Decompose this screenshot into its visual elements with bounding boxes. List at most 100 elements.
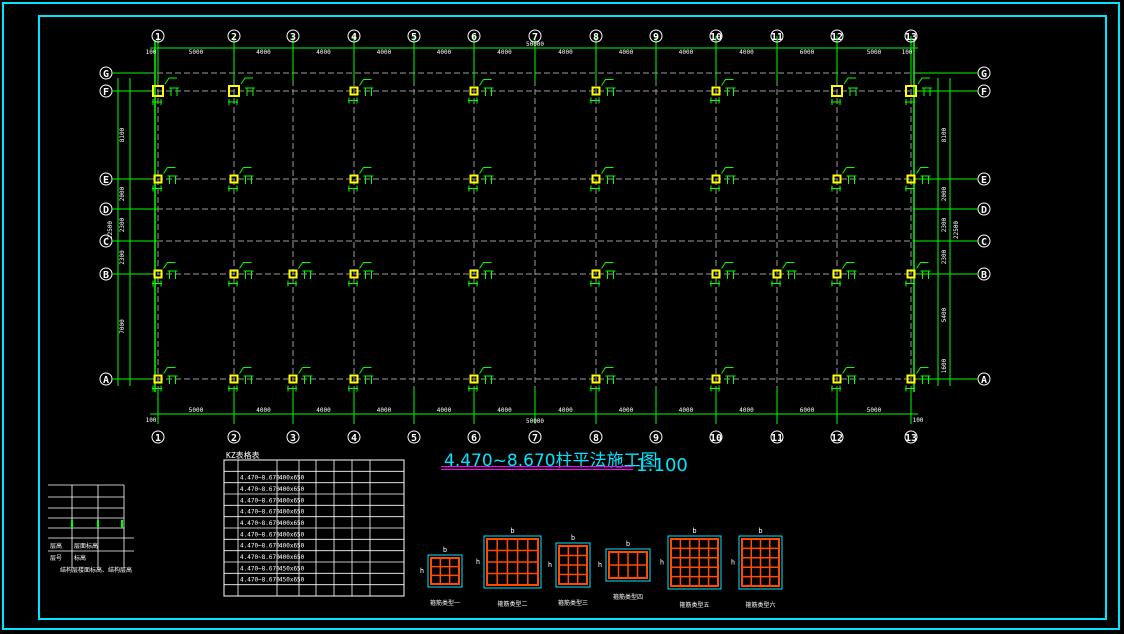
kz-row-size: 400x650 xyxy=(279,554,305,561)
kz-row-elevation: 4.470~8.670 xyxy=(240,577,280,584)
axis-bubble-left-A-label: A xyxy=(103,375,109,386)
top-spacing-label: 4000 xyxy=(679,49,694,56)
axis-bubble-bottom-2-label: 2 xyxy=(231,433,237,444)
column-dim-mark xyxy=(920,270,931,279)
column-dim-mark xyxy=(348,185,358,192)
column-dim-mark xyxy=(846,375,857,384)
column-section xyxy=(591,174,601,184)
column-leader xyxy=(917,77,930,85)
column-dim-mark xyxy=(167,175,178,184)
bottom-spacing-label: 4000 xyxy=(558,407,573,414)
axis-bubble-bottom-12-label: 12 xyxy=(831,433,843,444)
drawing-title: 4.470~8.670柱平法施工图 xyxy=(444,451,658,471)
column-dim-mark xyxy=(302,375,313,384)
axis-bubble-top-2-circle xyxy=(227,29,241,43)
axis-bubble-top-4-circle xyxy=(347,29,361,43)
edge-offset-bottom-right: 100 xyxy=(913,417,924,424)
axis-bubble-bottom-8-circle xyxy=(589,430,603,444)
legend-label: 层面标高 xyxy=(74,542,98,550)
column-leader xyxy=(843,77,856,85)
section-frame xyxy=(667,535,722,590)
column-dim-mark xyxy=(228,185,238,192)
top-spacing-label: 4000 xyxy=(497,49,512,56)
section-b-label: b xyxy=(571,534,575,542)
section-frame xyxy=(555,542,591,588)
top-spacing-label: 5000 xyxy=(867,49,882,56)
axis-bubble-top-8-label: 8 xyxy=(593,32,599,43)
axis-bubble-top-5-circle xyxy=(407,29,421,43)
axis-bubble-top-5-label: 5 xyxy=(411,32,417,43)
kz-row-size: 400x650 xyxy=(279,486,305,493)
column-dim-mark xyxy=(363,375,374,384)
axis-bubble-top-8-circle xyxy=(589,29,603,43)
section-h-label: h xyxy=(548,561,552,569)
axis-bubble-bottom-1-circle xyxy=(151,430,165,444)
axis-bubble-top-11-circle xyxy=(770,29,784,43)
column-leader xyxy=(359,262,372,269)
axis-bubble-bottom-12-circle xyxy=(830,430,844,444)
section-type-label: 箍筋类型六 xyxy=(745,601,775,609)
axis-bubble-top-13-label: 13 xyxy=(905,32,917,43)
column-dim-mark xyxy=(348,280,358,287)
axis-bubble-bottom-4-label: 4 xyxy=(351,433,357,444)
column-leader xyxy=(359,79,372,86)
column-section xyxy=(591,374,601,384)
column-dim-mark xyxy=(243,375,254,384)
axis-bubble-top-11-label: 11 xyxy=(771,32,783,43)
column-dim-mark xyxy=(483,375,494,384)
column-dim-mark xyxy=(786,270,797,279)
right-spacing-label: 2300 xyxy=(941,217,948,232)
kz-row-elevation: 4.470~8.670 xyxy=(240,565,280,572)
legend-label: 层高 xyxy=(50,542,62,550)
column-leader xyxy=(298,367,311,374)
axis-bubble-right-C-label: C xyxy=(981,237,987,248)
column-leader xyxy=(916,367,929,374)
left-spacing-label: 2300 xyxy=(119,250,126,265)
left-spacing-label: 8100 xyxy=(119,127,126,142)
column-section xyxy=(228,85,240,97)
axis-bubble-bottom-10-circle xyxy=(709,430,723,444)
column-dim-mark xyxy=(243,175,254,184)
legend-marker xyxy=(97,520,99,528)
section-b-label: b xyxy=(692,527,696,535)
column-dim-mark xyxy=(725,375,736,384)
column-section xyxy=(711,269,721,279)
kz-row-elevation: 4.470~8.670 xyxy=(240,543,280,550)
legend-note: 结构层楼面标高、结构层高 xyxy=(60,566,132,574)
column-dim-mark xyxy=(152,185,162,192)
column-dim-mark xyxy=(831,385,841,392)
column-leader xyxy=(916,167,929,174)
top-spacing-label: 6000 xyxy=(800,49,815,56)
column-dim-mark xyxy=(922,87,932,96)
axis-bubble-top-6-label: 6 xyxy=(471,32,477,43)
column-leader xyxy=(721,167,734,174)
left-spacing-label: 7000 xyxy=(119,319,126,334)
axis-bubble-top-9-label: 9 xyxy=(653,32,659,43)
kz-row-size: 450x650 xyxy=(279,577,305,584)
column-dim-mark xyxy=(831,280,841,287)
section-type-label: 箍筋类型三 xyxy=(558,599,588,607)
column-dim-mark xyxy=(710,280,720,287)
axis-bubble-bottom-11-label: 11 xyxy=(771,433,783,444)
column-dim-mark xyxy=(905,99,915,105)
right-spacing-label: 1600 xyxy=(941,358,948,373)
section-frame xyxy=(427,554,463,588)
axis-bubble-left-G-label: G xyxy=(103,69,109,80)
column-section xyxy=(152,85,164,97)
bottom-spacing-label: 4000 xyxy=(437,407,452,414)
column-dim-mark xyxy=(152,99,162,105)
overall-length-top: 50000 xyxy=(526,41,544,48)
kz-row-size: 400x650 xyxy=(279,520,305,527)
column-dim-mark xyxy=(905,185,915,192)
section-b-label: b xyxy=(443,546,447,554)
section-h-label: h xyxy=(420,567,424,575)
section-stirrup xyxy=(430,557,460,585)
column-dim-mark xyxy=(363,270,374,279)
column-section xyxy=(832,269,842,279)
top-spacing-label: 4000 xyxy=(377,49,392,56)
column-dim-mark xyxy=(590,185,600,192)
column-section xyxy=(711,374,721,384)
axis-bubble-bottom-1-label: 1 xyxy=(155,433,161,444)
